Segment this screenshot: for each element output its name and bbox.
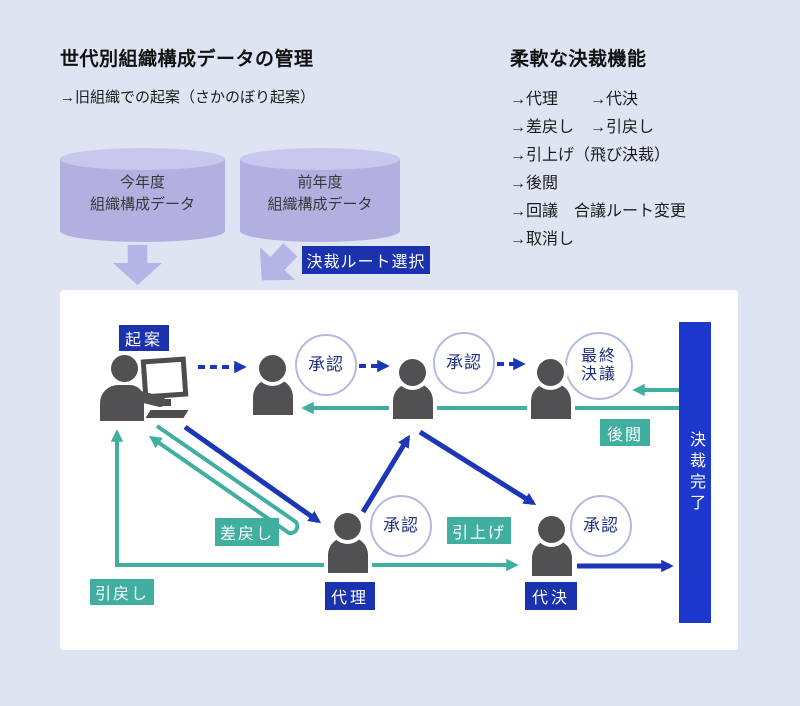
person-body: [328, 537, 368, 573]
pull-up-badge: 引上げ: [447, 517, 511, 544]
post-review-label: 後閲: [606, 426, 643, 444]
pull-back-badge: 引戻し: [90, 579, 154, 605]
approve-label: 承認: [583, 516, 619, 536]
person-body: [531, 383, 571, 419]
database-cylinder-current-year: 今年度 組織構成データ: [60, 148, 225, 242]
draft-badge: 起案: [119, 325, 169, 351]
pull-up-label: 引上げ: [451, 524, 506, 542]
approve-label: 承認: [308, 355, 344, 375]
approve-circle-1: 承認: [295, 334, 357, 396]
final-approver-person-icon: [531, 359, 571, 421]
left-section-subtitle: →旧組織での起案（さかのぼり起案）: [60, 89, 316, 106]
cylinder-label-line2: 組織構成データ: [267, 196, 373, 213]
approval-complete-label: 決裁完了: [687, 430, 704, 515]
flow-arrows-layer: [110, 357, 681, 573]
approval-flow-panel: 承認 承認 最終 決議 承認 承認: [60, 290, 738, 650]
person-head: [537, 359, 564, 386]
send-back-label: 差戻し: [219, 526, 274, 543]
person-head: [259, 355, 286, 382]
cylinder-top: [60, 148, 225, 170]
person-body: [393, 383, 433, 419]
proxy-decision-person-icon: [532, 516, 572, 578]
teal-elbow-pull-back-arrow: [110, 429, 519, 572]
post-review-badge: 後閲: [600, 419, 650, 446]
person-body: [532, 540, 572, 576]
approve-label: 承認: [383, 516, 419, 536]
approve-circle-proxy: 承認: [370, 495, 432, 557]
right-section-title: 柔軟な決裁機能: [510, 49, 647, 70]
feature-item: →回議 合議ルート変更: [510, 203, 687, 220]
final-label-line2: 決議: [580, 366, 617, 383]
feature-item: →引上げ（飛び決裁）: [510, 147, 671, 164]
cylinder-bottom: [60, 220, 225, 242]
approve-label: 承認: [446, 353, 482, 373]
cylinder-label-line1: 今年度: [119, 174, 165, 191]
proxy-label: 代理: [330, 590, 369, 607]
send-back-badge: 差戻し: [215, 518, 279, 546]
person-head: [538, 516, 565, 543]
approval-complete-bar: 決裁完了: [679, 322, 711, 623]
down-left-arrow-icon: [244, 233, 308, 296]
person-head: [399, 359, 426, 386]
proxy-decision-label: 代決: [531, 590, 570, 607]
final-label-line1: 最終: [580, 347, 617, 365]
proxy-badge: 代理: [325, 582, 375, 610]
approve-circle-proxy-decision: 承認: [570, 495, 632, 557]
approve-circle-2: 承認: [433, 332, 495, 394]
approver1-person-icon: [253, 355, 293, 417]
down-arrow-icon: [113, 245, 162, 285]
draft-label: 起案: [124, 332, 163, 349]
person-head: [111, 355, 138, 382]
feature-item: →取消し: [510, 231, 575, 248]
approver2-person-icon: [393, 359, 433, 421]
cylinder-label: 今年度 組織構成データ: [60, 172, 225, 216]
proxy-person-icon: [328, 513, 368, 575]
final-decision-circle: 最終 決議: [565, 332, 633, 400]
route-select-badge: 決裁ルート選択: [302, 246, 430, 274]
cylinder-label: 前年度 組織構成データ: [240, 172, 400, 216]
proxy-decision-badge: 代決: [525, 582, 577, 610]
feature-list: →代理 →代決 →差戻し →引戻し →引上げ（飛び決裁） →後閲 →回議 合議ル…: [510, 86, 686, 254]
cylinder-body: [60, 159, 225, 231]
database-cylinder-previous-year: 前年度 組織構成データ: [240, 148, 400, 242]
drafter-at-computer-icon: [100, 352, 200, 432]
pull-back-label: 引戻し: [94, 586, 149, 603]
person-body: [253, 379, 293, 415]
feature-item: →代理 →代決: [510, 91, 639, 108]
person-body: [100, 385, 144, 421]
left-section-title: 世代別組織構成データの管理: [60, 49, 314, 70]
cylinder-top: [240, 148, 400, 170]
route-select-label: 決裁ルート選択: [306, 254, 426, 271]
person-head: [334, 513, 361, 540]
keyboard-icon: [145, 410, 189, 418]
cylinder-bottom: [240, 220, 400, 242]
blue-arrow-approver2-to-proxydecision: [418, 429, 537, 506]
feature-item: →差戻し →引戻し: [510, 119, 655, 136]
cylinder-label-line1: 前年度: [297, 174, 343, 191]
cylinder-label-line2: 組織構成データ: [89, 196, 195, 213]
cylinder-body: [240, 159, 400, 231]
feature-item: →後閲: [510, 175, 559, 192]
